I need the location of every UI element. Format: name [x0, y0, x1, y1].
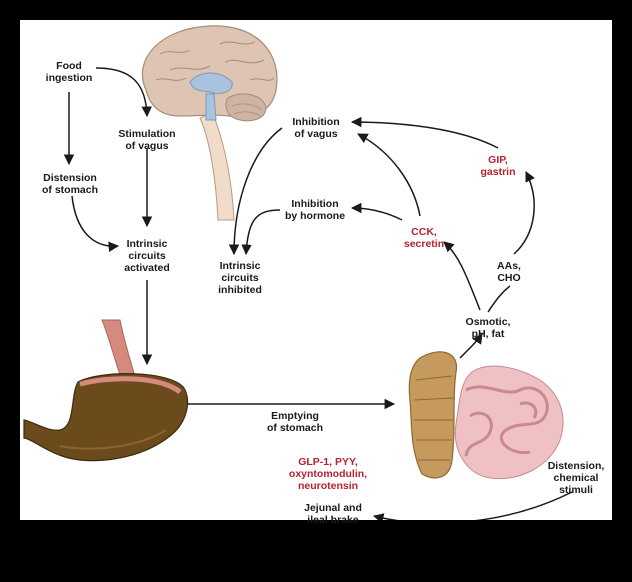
label-aas-cho: AAs, CHO — [497, 260, 521, 284]
label-inhibition-of-vagus: Inhibition of vagus — [292, 116, 340, 140]
stomach-illustration — [23, 319, 189, 462]
label-inhibition-by-hormone: Inhibition by hormone — [284, 198, 346, 222]
arrows — [63, 67, 573, 520]
arrow-brake-curve — [372, 491, 573, 520]
arrow-osmotic-to-aas — [487, 285, 511, 313]
arrow-inhibition-vagus-to-inhibited — [228, 127, 283, 256]
arrow-intestine-to-osmotic — [459, 333, 483, 359]
label-distension-chemical-stimuli: Distension, chemical stimuli — [547, 460, 605, 496]
intestine-illustration — [408, 351, 564, 480]
brain-illustration — [141, 25, 278, 221]
label-hormones-glp1-pyy: GLP-1, PYY, oxyntomodulin, neurotensin — [288, 456, 368, 492]
diagram-graphics — [23, 25, 573, 520]
label-emptying-of-stomach: Emptying of stomach — [266, 410, 324, 434]
label-distension-of-stomach: Distension of stomach — [41, 172, 99, 196]
label-food-ingestion: Food ingestion — [45, 60, 93, 84]
arrow-cck-to-inhibition-vagus — [357, 133, 421, 217]
arrow-food-to-vagus — [95, 67, 152, 118]
arrow-aas-to-gip — [513, 171, 535, 255]
arrow-distension-to-intrinsic — [71, 195, 120, 253]
label-osmotic-ph-fat: Osmotic, pH, fat — [465, 316, 511, 340]
arrow-gip-to-inhibition-vagus — [350, 116, 499, 149]
arrow-hormone-to-inhibited — [241, 209, 281, 256]
arrow-osmotic-to-cck — [443, 241, 481, 311]
label-stimulation-of-vagus: Stimulation of vagus — [118, 128, 176, 152]
label-intrinsic-circuits-inhibited: Intrinsic circuits inhibited — [218, 260, 262, 296]
arrow-cck-to-hormone — [350, 202, 403, 221]
label-cck-secretin: CCK, secretin — [403, 226, 445, 250]
label-jejunal-ileal-brake: Jejunal and ileal brake — [304, 502, 362, 526]
label-gip-gastrin: GIP, gastrin — [480, 154, 516, 178]
diagram-canvas: Food ingestion Stimulation of vagus Dist… — [20, 20, 612, 526]
label-intrinsic-circuits-activated: Intrinsic circuits activated — [124, 238, 170, 274]
